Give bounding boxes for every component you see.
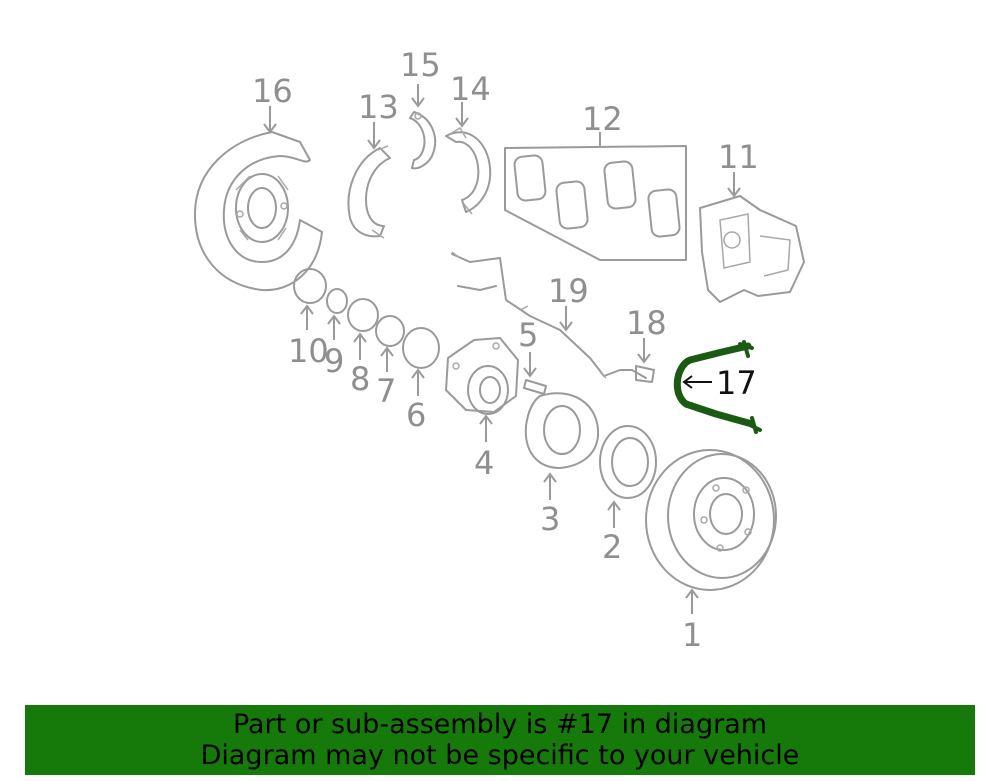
part-16-backing-plate[interactable] — [193, 131, 323, 292]
part-13-brake-shoe[interactable] — [347, 145, 391, 239]
part-2-gasket[interactable] — [599, 425, 657, 499]
callout-7: 7 — [376, 372, 396, 410]
callout-15: 15 — [400, 46, 441, 84]
callout-1: 1 — [682, 616, 702, 654]
callout-6: 6 — [406, 396, 426, 434]
callout-2: 2 — [602, 528, 622, 566]
callout-9: 9 — [324, 342, 344, 380]
callout-19: 19 — [548, 272, 589, 310]
part-10-ring[interactable] — [293, 268, 327, 304]
part-11-caliper[interactable] — [699, 195, 805, 303]
part-15-shoe[interactable] — [409, 111, 437, 170]
callout-13: 13 — [358, 88, 399, 126]
part-7-ring[interactable] — [375, 315, 405, 347]
part-18-clip[interactable] — [635, 365, 655, 383]
callout-3: 3 — [540, 500, 560, 538]
callout-16: 16 — [252, 72, 293, 110]
part-17-brake-hose[interactable] — [673, 340, 762, 434]
callout-8: 8 — [350, 360, 370, 398]
part-9-ring[interactable] — [326, 288, 348, 314]
callout-10: 10 — [288, 332, 329, 370]
part-5-bolt[interactable] — [523, 379, 547, 395]
banner-line-2: Diagram may not be specific to your vehi… — [200, 740, 800, 771]
part-12-pad-set[interactable] — [504, 145, 687, 261]
callout-18: 18 — [626, 304, 667, 342]
info-banner: Part or sub-assembly is #17 in diagram D… — [25, 705, 975, 775]
leader-lines — [263, 84, 741, 614]
part-14-shoe[interactable] — [445, 126, 492, 215]
callout-12: 12 — [582, 100, 623, 138]
part-8-ring[interactable] — [347, 298, 379, 332]
part-19-sensor-wire[interactable] — [451, 251, 647, 379]
callout-14: 14 — [450, 70, 491, 108]
part-3-dust-shield[interactable] — [524, 392, 600, 469]
parts-diagram: 16 13 15 14 12 11 19 18 5 10 9 8 7 6 4 3… — [193, 46, 805, 654]
banner-line-1: Part or sub-assembly is #17 in diagram — [232, 709, 768, 740]
callout-5: 5 — [518, 316, 538, 354]
callout-17: 17 — [716, 364, 757, 402]
part-4-hub[interactable] — [445, 337, 519, 415]
part-1-rotor[interactable] — [645, 449, 777, 591]
callout-11: 11 — [718, 138, 759, 176]
part-6-ring[interactable] — [402, 327, 440, 369]
callout-4: 4 — [474, 444, 494, 482]
